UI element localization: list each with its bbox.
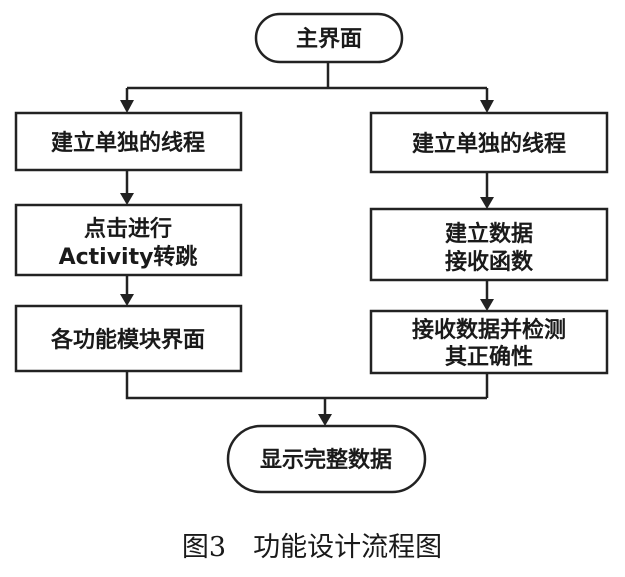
arrow-to-left-3 xyxy=(120,294,134,306)
arrow-to-right-3 xyxy=(480,299,494,311)
right-process-2-line-2: 接收函数 xyxy=(445,249,534,275)
left-process-1-label: 建立单独的线程 xyxy=(51,130,205,156)
left-process-1 xyxy=(14,111,243,172)
left-process-2 xyxy=(14,203,243,277)
right-process-3-line-1: 接收数据并检测 xyxy=(412,317,566,343)
start-label: 主界面 xyxy=(296,27,362,52)
arrow-to-left-2 xyxy=(120,193,134,205)
right-process-3 xyxy=(369,309,609,375)
arrow-to-right-1 xyxy=(480,100,494,113)
end-terminal xyxy=(226,424,427,494)
left-process-3 xyxy=(14,304,243,373)
start-terminal xyxy=(254,12,404,64)
arrow-to-right-2 xyxy=(480,197,494,209)
arrow-to-left-1 xyxy=(120,100,134,113)
connector-start-split xyxy=(125,62,489,103)
end-label: 显示完整数据 xyxy=(260,447,392,473)
right-process-1-label: 建立单独的线程 xyxy=(412,131,566,157)
figure-caption: 图3 功能设计流程图 xyxy=(182,532,442,563)
arrow-to-end xyxy=(318,414,332,426)
right-process-1 xyxy=(369,111,609,174)
connector-merge xyxy=(125,371,489,416)
left-process-2-line-2: Activity转跳 xyxy=(59,244,198,270)
right-process-3-line-2: 其正确性 xyxy=(445,344,533,370)
left-process-2-line-1: 点击进行 xyxy=(84,216,172,242)
left-process-3-label: 各功能模块界面 xyxy=(50,327,205,353)
right-process-2-line-1: 建立数据 xyxy=(445,221,533,247)
right-process-2 xyxy=(369,207,609,282)
